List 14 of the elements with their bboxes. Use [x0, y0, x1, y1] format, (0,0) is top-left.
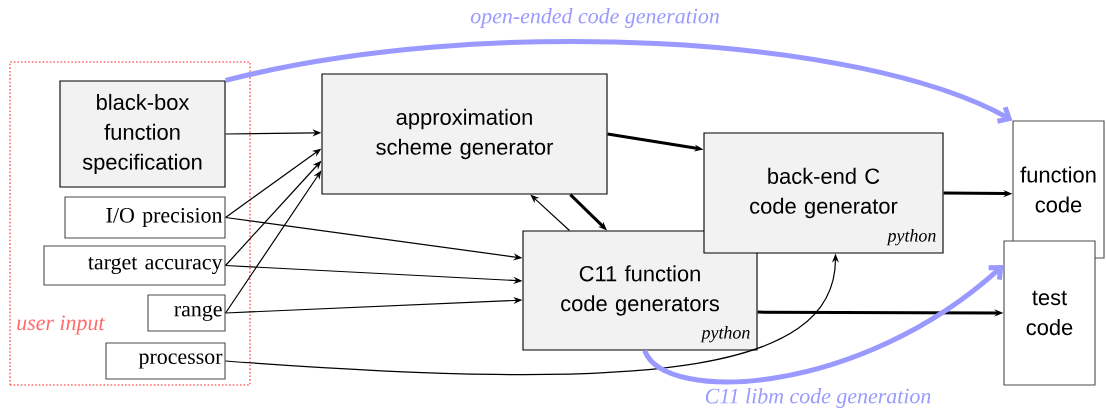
edge-label: open-ended code generation	[470, 8, 719, 28]
process-box: processor	[105, 342, 226, 380]
process-box: target accuracy	[43, 245, 226, 286]
process-box: I/O precision	[64, 196, 226, 239]
process-box: range	[147, 294, 226, 332]
process-box: test code	[1003, 240, 1096, 386]
edge-label: C11 libm code generation	[705, 388, 931, 408]
arrow	[642, 265, 1004, 385]
process-box: black-box function specification	[59, 80, 226, 188]
process-box: C11 function code generators python	[522, 230, 758, 351]
group-label: user input	[17, 315, 105, 335]
process-box: back-end C code generator python	[703, 132, 944, 254]
arrow	[225, 39, 1013, 124]
process-box: approximation scheme generator	[321, 73, 608, 195]
